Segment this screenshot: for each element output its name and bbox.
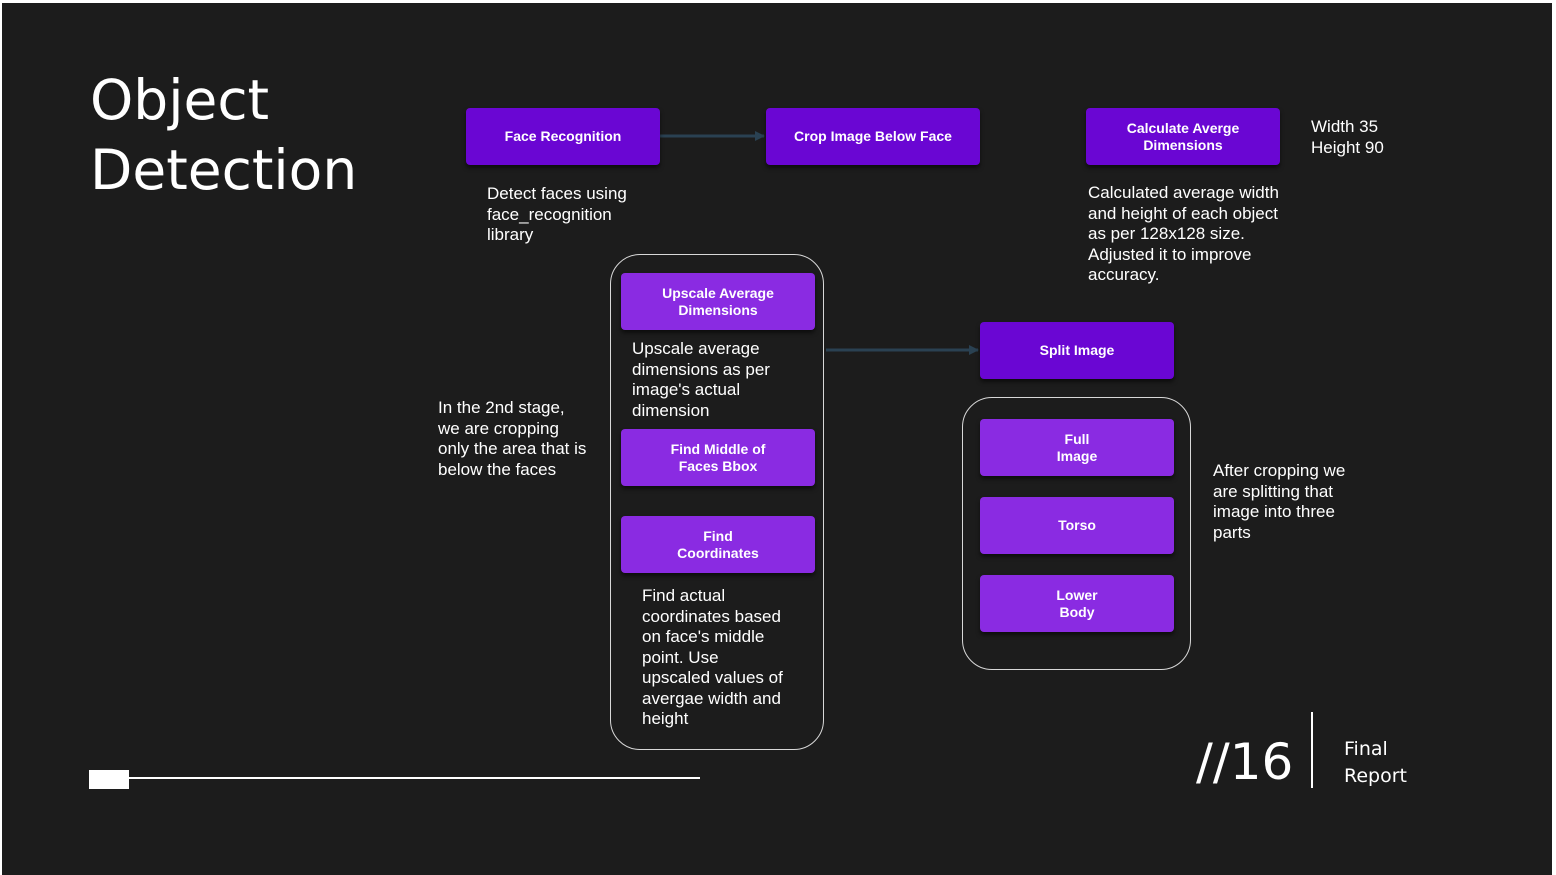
- part-lower-body: Lower Body: [980, 575, 1174, 632]
- split-parts-group: [962, 397, 1191, 670]
- title-line-2: Detection: [90, 138, 358, 202]
- step-upscale-average-dimensions: Upscale Average Dimensions: [621, 273, 815, 330]
- part-torso: Torso: [980, 497, 1174, 554]
- page-number: //16: [1196, 733, 1294, 791]
- page-title: Object Detection: [90, 65, 357, 205]
- coordinates-description: Find actual coordinates based on face's …: [642, 586, 783, 728]
- split-description: After cropping we are splitting that ima…: [1213, 461, 1346, 542]
- footer-divider: [1311, 712, 1313, 788]
- step-crop-image-below-face: Crop Image Below Face: [766, 108, 980, 165]
- step-face-recognition: Face Recognition: [466, 108, 660, 165]
- part-full-image: Full Image: [980, 419, 1174, 476]
- stage-two-group: [610, 254, 824, 750]
- progress-marker: [89, 770, 129, 789]
- footer-label-line-1: Final: [1344, 738, 1388, 760]
- upscale-description: Upscale average dimensions as per image'…: [632, 339, 770, 420]
- step-find-middle-of-faces-bbox: Find Middle of Faces Bbox: [621, 429, 815, 486]
- footer-label-line-2: Report: [1344, 765, 1407, 787]
- stage-two-description: In the 2nd stage, we are cropping only t…: [438, 398, 587, 479]
- step-find-coordinates: Find Coordinates: [621, 516, 815, 573]
- dimensions-value: Width 35 Height 90: [1311, 117, 1384, 157]
- title-line-1: Object: [90, 68, 270, 132]
- step-split-image: Split Image: [980, 322, 1174, 379]
- step-calculate-average-dimensions: Calculate Averge Dimensions: [1086, 108, 1280, 165]
- face-detect-description: Detect faces using face_recognition libr…: [487, 184, 627, 244]
- progress-line: [129, 777, 700, 779]
- connector-arrows: [660, 131, 979, 355]
- slide: Object Detection Face Recognition Crop I…: [2, 3, 1552, 875]
- calculate-description: Calculated average width and height of e…: [1088, 183, 1279, 284]
- footer-label: Final Report: [1344, 736, 1407, 790]
